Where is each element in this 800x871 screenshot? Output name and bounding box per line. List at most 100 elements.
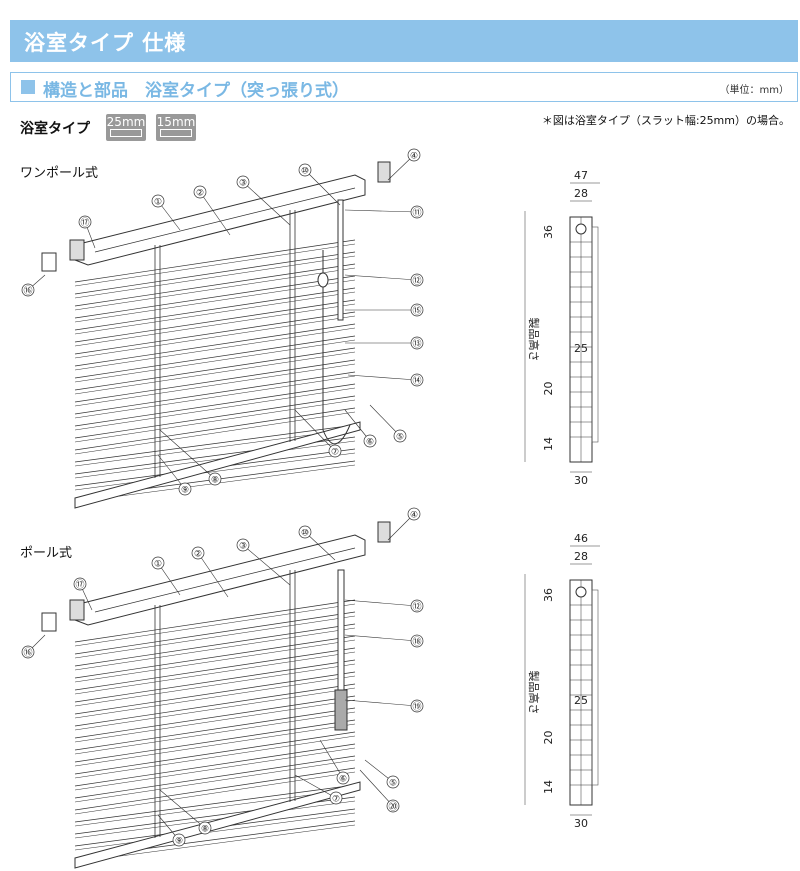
- slat: [74, 303, 356, 347]
- callout-number: ⑦: [331, 448, 339, 458]
- callout-number: ⑳: [388, 802, 397, 813]
- tilt-wand: [337, 199, 344, 321]
- slat: [74, 371, 356, 415]
- callout-circle: [328, 444, 342, 458]
- callout-number: ⑫: [412, 602, 421, 613]
- callout-circle: [73, 577, 87, 591]
- slat: [74, 731, 356, 775]
- bottom-rail: [74, 421, 361, 509]
- callout-leader: [344, 599, 418, 607]
- slat: [74, 311, 356, 355]
- slat: [74, 759, 356, 803]
- bracket: [41, 612, 57, 632]
- callout-circle: [410, 336, 424, 350]
- badge-text: 15mm: [156, 115, 196, 129]
- callout-number: ②: [194, 550, 202, 560]
- callout-number: ④: [410, 152, 418, 162]
- slat: [74, 335, 356, 379]
- callout-circle: [410, 205, 424, 219]
- slat: [74, 399, 356, 443]
- callout-leader: [294, 774, 337, 799]
- slat: [74, 671, 356, 715]
- callout-circle: [329, 791, 343, 805]
- callout-circle: [21, 645, 35, 659]
- callout-number: ⑯: [23, 648, 32, 659]
- callout-circle: [236, 538, 250, 552]
- callout-leader: [199, 191, 231, 236]
- dimension-bottom-width: 30: [574, 474, 588, 487]
- callout-leader: [157, 562, 181, 596]
- note: ＊図は浴室タイプ（スラット幅:25mm）の場合。: [541, 114, 790, 127]
- end-cap: [69, 599, 85, 621]
- callout-leader: [294, 409, 336, 452]
- callout-number: ④: [410, 511, 418, 521]
- dimension-height-label: 製品高さ: [527, 318, 541, 362]
- head-rail: [74, 534, 366, 626]
- slat: [74, 267, 356, 311]
- callout-circle: [298, 163, 312, 177]
- slat: [74, 611, 356, 655]
- slat: [74, 255, 356, 299]
- callout-leader: [242, 181, 291, 226]
- dimension-bottom-width: 30: [574, 817, 588, 830]
- slat: [74, 363, 356, 407]
- section-header: 構造と部品 浴室タイプ（突っ張り式） （単位：mm）: [10, 72, 798, 102]
- callout-circle: [407, 148, 421, 162]
- callout-number: ⑩: [301, 529, 309, 539]
- dimension-width-total: 47: [574, 169, 588, 182]
- slat: [74, 347, 356, 391]
- callout-number: ③: [239, 542, 247, 552]
- slat: [74, 743, 356, 787]
- callout-circle: [410, 599, 424, 613]
- slat-25-badge: 25mm: [106, 114, 146, 141]
- slat: [74, 407, 356, 451]
- dimension-slat-gap: 20: [542, 731, 555, 745]
- slat: [74, 767, 356, 811]
- callout-number: ⑧: [201, 825, 209, 835]
- slat: [74, 428, 356, 467]
- slat: [74, 327, 356, 371]
- slat: [74, 675, 356, 719]
- lift-cord: [322, 250, 351, 445]
- callout-number: ②: [196, 189, 204, 199]
- diagram-label-pole: ポール式: [20, 546, 73, 561]
- callout-leader: [197, 552, 229, 598]
- callout-leader: [242, 544, 291, 586]
- slat: [74, 812, 356, 851]
- callout-circle: [386, 799, 400, 813]
- slat: [74, 639, 356, 683]
- callout-number: ③: [239, 179, 247, 189]
- slat: [74, 299, 356, 343]
- callout-circle: [172, 833, 186, 847]
- callout-circle: [191, 546, 205, 560]
- slat: [74, 411, 356, 455]
- callout-number: ①: [154, 560, 162, 570]
- callout-leader: [359, 769, 394, 807]
- slat: [74, 323, 356, 367]
- callout-circle: [193, 185, 207, 199]
- callout-number: ⑲: [412, 702, 421, 713]
- callout-number: ⑥: [366, 438, 374, 448]
- callout-circle: [407, 507, 421, 521]
- slat: [74, 719, 356, 763]
- side-wand: [591, 589, 599, 786]
- slat: [74, 387, 356, 431]
- unit-label: （単位：mm）: [719, 85, 789, 96]
- slat: [74, 695, 356, 739]
- slat: [74, 452, 356, 491]
- head-rail-edge: [94, 547, 356, 613]
- callout-circle: [198, 821, 212, 835]
- page-title: 浴室タイプ 仕様: [24, 31, 187, 55]
- callout-leader: [344, 209, 418, 213]
- slat: [74, 635, 356, 679]
- slat: [74, 683, 356, 727]
- slat: [74, 279, 356, 323]
- callout-circle: [151, 556, 165, 570]
- callout-leader: [319, 739, 344, 779]
- head-rail-edge: [94, 187, 356, 253]
- slat: [74, 747, 356, 791]
- callout-number: ⑪: [412, 208, 421, 219]
- dimension-head-height: 36: [542, 588, 555, 602]
- slat: [74, 623, 356, 667]
